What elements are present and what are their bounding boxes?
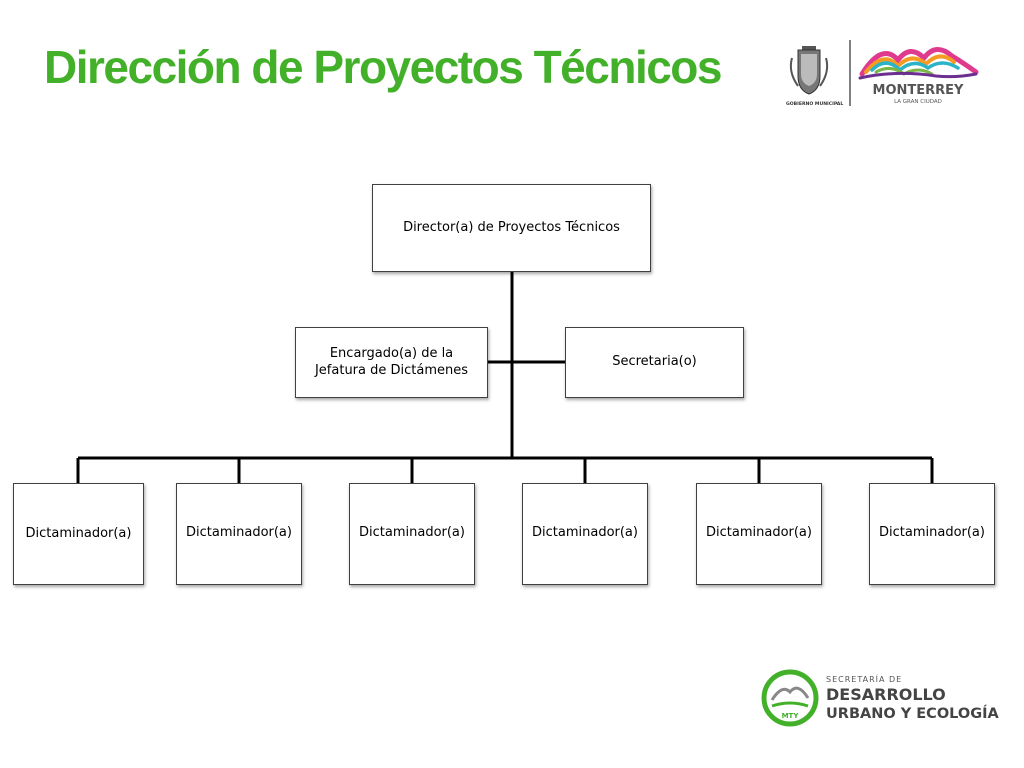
secretaria-line1: SECRETARÍA DE bbox=[826, 673, 902, 684]
director-box: Director(a) de Proyectos Técnicos bbox=[372, 184, 651, 272]
mty-badge-icon: MTY bbox=[761, 669, 819, 727]
dictaminador-box: Dictaminador(a) bbox=[176, 483, 302, 585]
dictaminador-box: Dictaminador(a) bbox=[869, 483, 995, 585]
secretaria-box: Secretaria(o) bbox=[565, 327, 744, 398]
city-tagline: LA GRAN CIUDAD bbox=[894, 99, 942, 105]
dictaminador-box: Dictaminador(a) bbox=[696, 483, 822, 585]
municipal-caption: GOBIERNO MUNICIPAL bbox=[786, 101, 843, 107]
badge-text: MTY bbox=[782, 712, 800, 720]
coat-of-arms-icon bbox=[789, 46, 829, 95]
dictaminador-box: Dictaminador(a) bbox=[13, 483, 144, 585]
jefatura-box: Encargado(a) de la Jefatura de Dictámene… bbox=[295, 327, 488, 398]
dictaminador-box: Dictaminador(a) bbox=[522, 483, 648, 585]
city-name: MONTERREY bbox=[873, 83, 965, 98]
dictaminador-box: Dictaminador(a) bbox=[349, 483, 475, 585]
secretaria-desarrollo-logo: MTY SECRETARÍA DE DESARROLLO URBANO Y EC… bbox=[760, 666, 1022, 730]
page-title: Dirección de Proyectos Técnicos bbox=[44, 41, 723, 93]
secretaria-line2: DESARROLLO bbox=[826, 685, 946, 704]
mountain-logo-icon bbox=[858, 47, 979, 80]
monterrey-logo: GOBIERNO MUNICIPAL MONTERREY LA GRAN CIU… bbox=[786, 36, 986, 116]
secretaria-line3: URBANO Y ECOLOGÍA bbox=[826, 705, 999, 722]
